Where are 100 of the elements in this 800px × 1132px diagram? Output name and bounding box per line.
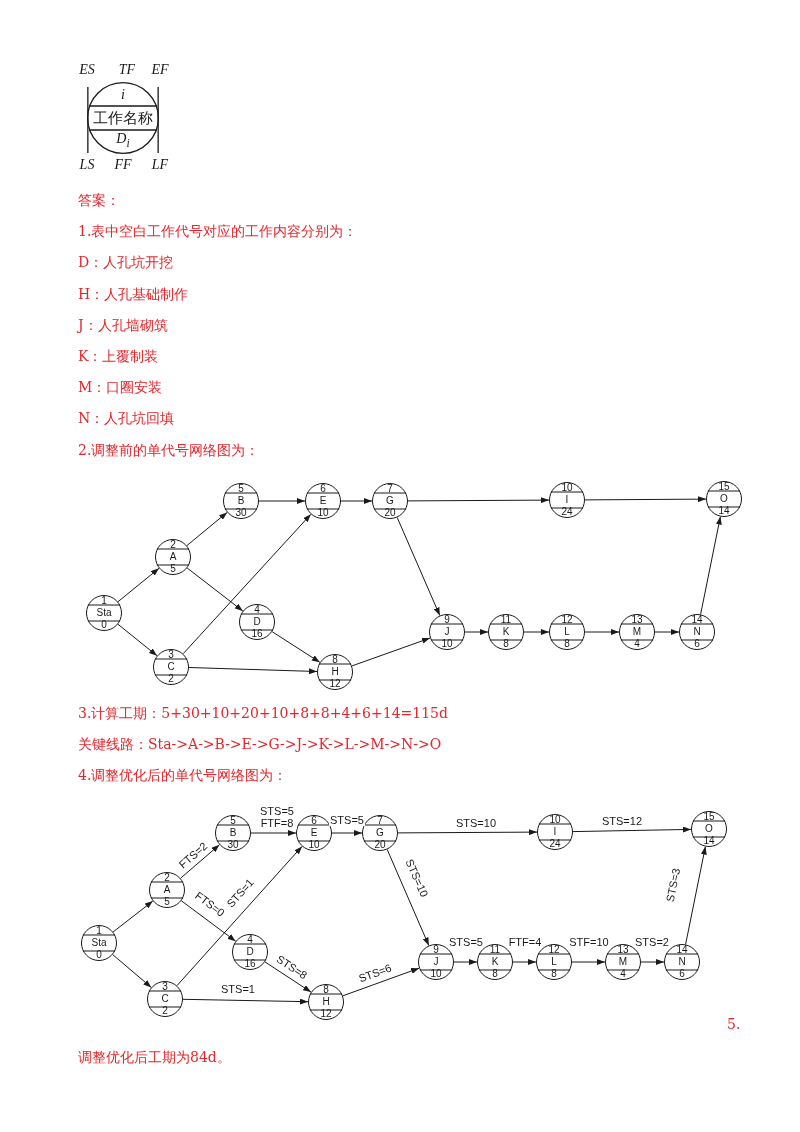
arrow bbox=[182, 513, 312, 655]
activity-number: 10 bbox=[561, 483, 573, 493]
corner-label: FF bbox=[114, 158, 132, 172]
arrow bbox=[117, 567, 160, 603]
activity-number: 14 bbox=[691, 615, 703, 625]
activity-name: K bbox=[491, 957, 499, 967]
activity-name: O bbox=[720, 494, 728, 504]
activity-name: M bbox=[618, 957, 628, 967]
activity-node bbox=[536, 944, 572, 980]
activity-duration: 10 bbox=[430, 969, 442, 979]
arrow bbox=[188, 667, 318, 675]
activity-duration: 5 bbox=[164, 897, 170, 907]
arrow bbox=[264, 961, 312, 993]
answer-text: D：人孔坑开挖 bbox=[78, 253, 174, 271]
arrow bbox=[700, 516, 722, 615]
activity-name: D bbox=[246, 947, 254, 957]
activity-node bbox=[362, 815, 398, 851]
arrow bbox=[453, 959, 478, 965]
edge-label: STS=2 bbox=[634, 936, 670, 948]
activity-node bbox=[149, 872, 185, 908]
activity-number: 5 bbox=[230, 816, 236, 826]
activity-node bbox=[372, 483, 408, 519]
activity-name: C bbox=[167, 662, 175, 672]
activity-number: 7 bbox=[377, 816, 383, 826]
activity-node bbox=[215, 815, 251, 851]
activity-duration: 30 bbox=[235, 508, 247, 518]
activity-node bbox=[691, 811, 727, 847]
arrow bbox=[584, 629, 620, 635]
activity-duration: 20 bbox=[374, 840, 386, 850]
activity-duration: 4 bbox=[634, 639, 640, 649]
activity-node bbox=[549, 482, 585, 518]
activity-node bbox=[239, 604, 275, 640]
activity-number: 2 bbox=[170, 540, 176, 550]
section-heading: 答案： bbox=[78, 191, 120, 209]
activity-number: 2 bbox=[164, 873, 170, 883]
activity-node bbox=[232, 934, 268, 970]
activity-duration: 12 bbox=[329, 679, 341, 689]
corner-label: LS bbox=[79, 158, 95, 172]
activity-name: D bbox=[253, 617, 261, 627]
activity-name: M bbox=[632, 627, 642, 637]
corner-label: EF bbox=[151, 63, 169, 77]
activity-name: A bbox=[169, 552, 177, 562]
activity-node bbox=[147, 981, 183, 1017]
edge-label: STS=10 bbox=[454, 817, 498, 829]
edge-label: FTF=4 bbox=[507, 936, 543, 948]
arrow bbox=[180, 900, 237, 942]
activity-name: I bbox=[565, 495, 569, 505]
node-field-label: 工作名称 bbox=[93, 110, 153, 126]
activity-number: 15 bbox=[703, 812, 715, 822]
node-field-label: D$_{i}$ bbox=[116, 132, 130, 150]
activity-name: K bbox=[502, 627, 510, 637]
activity-number: 11 bbox=[489, 945, 501, 955]
arrow bbox=[512, 959, 537, 965]
activity-number: 12 bbox=[561, 615, 573, 625]
arrow bbox=[464, 629, 489, 635]
activity-duration: 24 bbox=[549, 839, 561, 849]
activity-duration: 2 bbox=[168, 674, 174, 684]
answer-text: K：上覆制装 bbox=[78, 347, 159, 365]
activity-node bbox=[308, 984, 344, 1020]
activity-node bbox=[429, 614, 465, 650]
activity-duration: 6 bbox=[679, 969, 685, 979]
activity-duration: 14 bbox=[718, 506, 730, 516]
activity-name: J bbox=[444, 627, 450, 637]
activity-node bbox=[317, 654, 353, 690]
activity-duration: 0 bbox=[96, 950, 102, 960]
activity-node bbox=[605, 944, 641, 980]
edge-label: STF=10 bbox=[568, 936, 610, 948]
arrow bbox=[258, 498, 306, 504]
activity-number: 10 bbox=[549, 815, 561, 825]
activity-name: G bbox=[376, 828, 384, 838]
edge-label: STS=5 bbox=[448, 936, 484, 948]
activity-node bbox=[488, 614, 524, 650]
activity-duration: 20 bbox=[384, 508, 396, 518]
arrow bbox=[180, 844, 220, 879]
answer-text: H：人孔基础制作 bbox=[78, 285, 189, 303]
activity-name: G bbox=[386, 496, 394, 506]
arrow bbox=[117, 623, 158, 657]
activity-number: 8 bbox=[332, 655, 338, 665]
arrow bbox=[640, 959, 665, 965]
answer-text: M：口圈安装 bbox=[78, 378, 163, 396]
arrow bbox=[342, 967, 420, 997]
activity-duration: 10 bbox=[308, 840, 320, 850]
activity-number: 4 bbox=[254, 605, 260, 615]
activity-node bbox=[81, 925, 117, 961]
corner-label: ES bbox=[79, 63, 95, 77]
activity-number: 15 bbox=[718, 482, 730, 492]
activity-node bbox=[155, 539, 191, 575]
activity-number: 12 bbox=[548, 945, 560, 955]
activity-name: E bbox=[310, 828, 318, 838]
arrow bbox=[351, 637, 431, 667]
activity-duration: 4 bbox=[620, 969, 626, 979]
activity-name: N bbox=[678, 957, 686, 967]
activity-duration: 2 bbox=[162, 1006, 168, 1016]
activity-duration: 10 bbox=[441, 639, 453, 649]
activity-number: 1 bbox=[101, 596, 107, 606]
activity-number: 3 bbox=[162, 982, 168, 992]
answer-text: N：人孔坑回填 bbox=[78, 409, 175, 427]
activity-name: I bbox=[553, 827, 557, 837]
activity-name: J bbox=[433, 957, 439, 967]
activity-number: 3 bbox=[168, 650, 174, 660]
